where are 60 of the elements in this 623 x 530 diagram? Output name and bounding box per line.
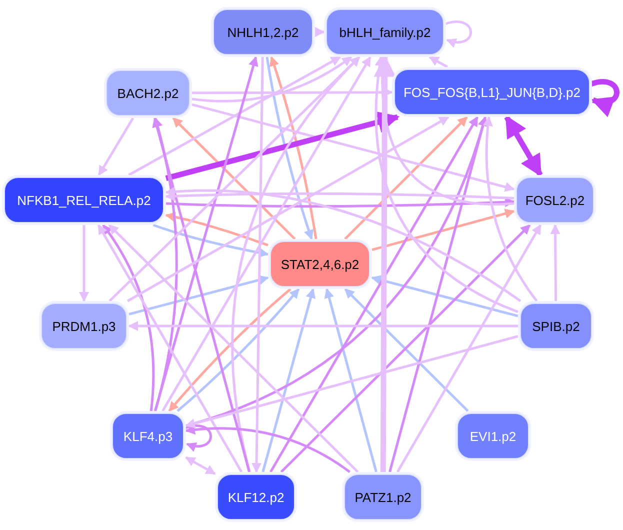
- gene-node: BACH2.p2: [106, 70, 190, 116]
- gene-node: FOSL2.p2: [516, 177, 594, 223]
- arrow: [128, 275, 269, 316]
- arrow: [280, 224, 531, 473]
- gene-node: NHLH1,2.p2: [213, 9, 313, 55]
- arrow: [79, 225, 89, 302]
- arrow: [98, 117, 134, 176]
- arrow: [388, 116, 488, 472]
- arrow: [444, 20, 472, 48]
- arrow: [108, 224, 359, 473]
- arrow: [152, 117, 178, 412]
- arrow: [185, 456, 216, 475]
- arrow: [192, 56, 352, 102]
- gene-node: PATZ1.p2: [344, 474, 422, 520]
- arrow: [252, 56, 264, 473]
- arrow: [504, 115, 543, 177]
- arrow: [371, 275, 518, 318]
- arrow: [128, 321, 518, 331]
- arrow: [108, 56, 360, 302]
- gene-node: EVI1.p2: [457, 413, 529, 459]
- arrow: [590, 79, 620, 116]
- arrow: [165, 111, 400, 181]
- arrow: [262, 288, 316, 472]
- gene-node: SPIB.p2: [520, 303, 592, 349]
- arrow: [154, 56, 258, 412]
- arrow: [374, 54, 396, 472]
- arrow: [97, 224, 243, 473]
- arrow: [192, 87, 393, 98]
- arrow: [372, 208, 515, 252]
- arrow: [396, 224, 542, 473]
- arrow: [126, 116, 450, 302]
- arrow: [550, 224, 560, 301]
- arrow: [152, 117, 251, 472]
- arrow: [344, 288, 469, 412]
- gene-node: STAT2,4,6.p2: [270, 241, 370, 287]
- arrow: [185, 335, 518, 428]
- arrow: [102, 224, 155, 412]
- arrow: [165, 186, 522, 302]
- gene-node: bHLH_family.p2: [326, 9, 444, 55]
- arrow: [184, 424, 212, 452]
- gene-node: NFKB1_REL_RELA.p2: [4, 177, 164, 223]
- arrow: [192, 103, 515, 192]
- gene-node: PRDM1.p3: [41, 303, 127, 349]
- arrow: [344, 116, 468, 240]
- gene-node: FOS_FOS{B,L1}_JUN{B,D}.p2: [394, 69, 590, 115]
- arrow: [165, 212, 268, 246]
- arrow: [165, 191, 514, 202]
- arrow: [172, 117, 296, 240]
- arrow: [152, 224, 269, 258]
- arrow: [185, 424, 350, 474]
- arrow: [269, 116, 479, 473]
- arrow: [374, 56, 518, 314]
- gene-node: KLF4.p3: [112, 413, 184, 459]
- arrow: [315, 27, 325, 37]
- arrow: [162, 56, 372, 412]
- arrow: [482, 116, 538, 302]
- arrow: [428, 56, 448, 68]
- arrow: [324, 288, 378, 472]
- gene-node: KLF12.p2: [217, 474, 295, 520]
- arrow: [166, 197, 515, 208]
